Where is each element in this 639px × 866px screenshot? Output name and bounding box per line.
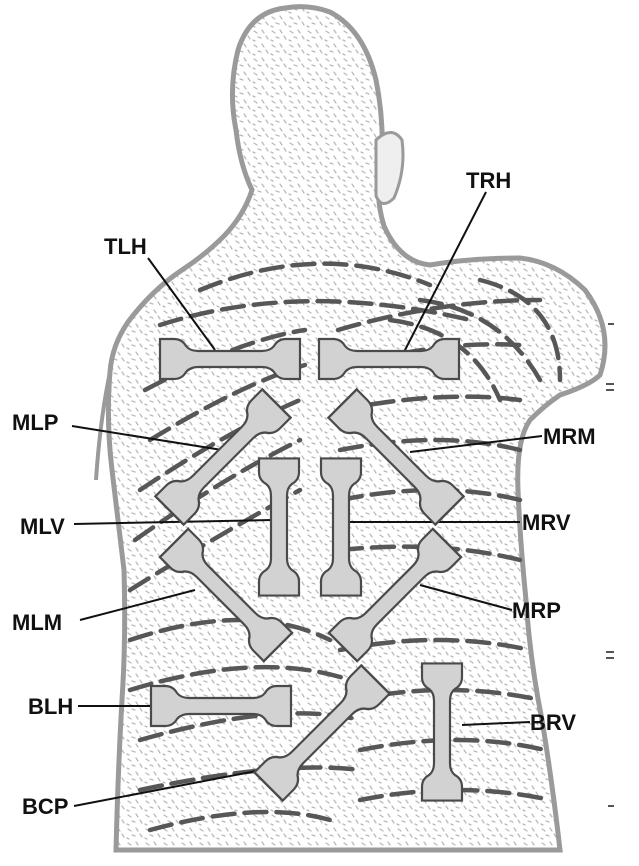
leader-MRP (419, 584, 513, 611)
label-BRV: BRV (530, 710, 576, 735)
label-MLM: MLM (12, 610, 62, 635)
label-MLP: MLP (12, 410, 58, 435)
leader-MLP (71, 425, 223, 451)
label-MRP: MRP (512, 598, 561, 623)
leader-MRM (409, 435, 543, 453)
label-TLH: TLH (104, 234, 147, 259)
leader-BCP (73, 767, 273, 807)
label-TRH: TRH (466, 168, 511, 193)
label-BCP: BCP (22, 794, 68, 819)
label-MLV: MLV (20, 514, 65, 539)
leader-TRH (403, 191, 487, 353)
label-MRM: MRM (543, 424, 596, 449)
leader-MLM (79, 589, 196, 621)
leader-MLV (73, 519, 273, 525)
leader-BRV (461, 721, 531, 726)
label-MRV: MRV (522, 510, 571, 535)
left-arm-edge (94, 371, 112, 481)
leader-TLH (147, 257, 216, 351)
margin-ticks (606, 323, 614, 807)
labels: TLH TRH MLP MRM MLV MRV MLM MRP BLH BRV … (12, 168, 596, 819)
label-BLH: BLH (28, 694, 73, 719)
leader-lines (71, 191, 543, 807)
ear (374, 131, 405, 205)
